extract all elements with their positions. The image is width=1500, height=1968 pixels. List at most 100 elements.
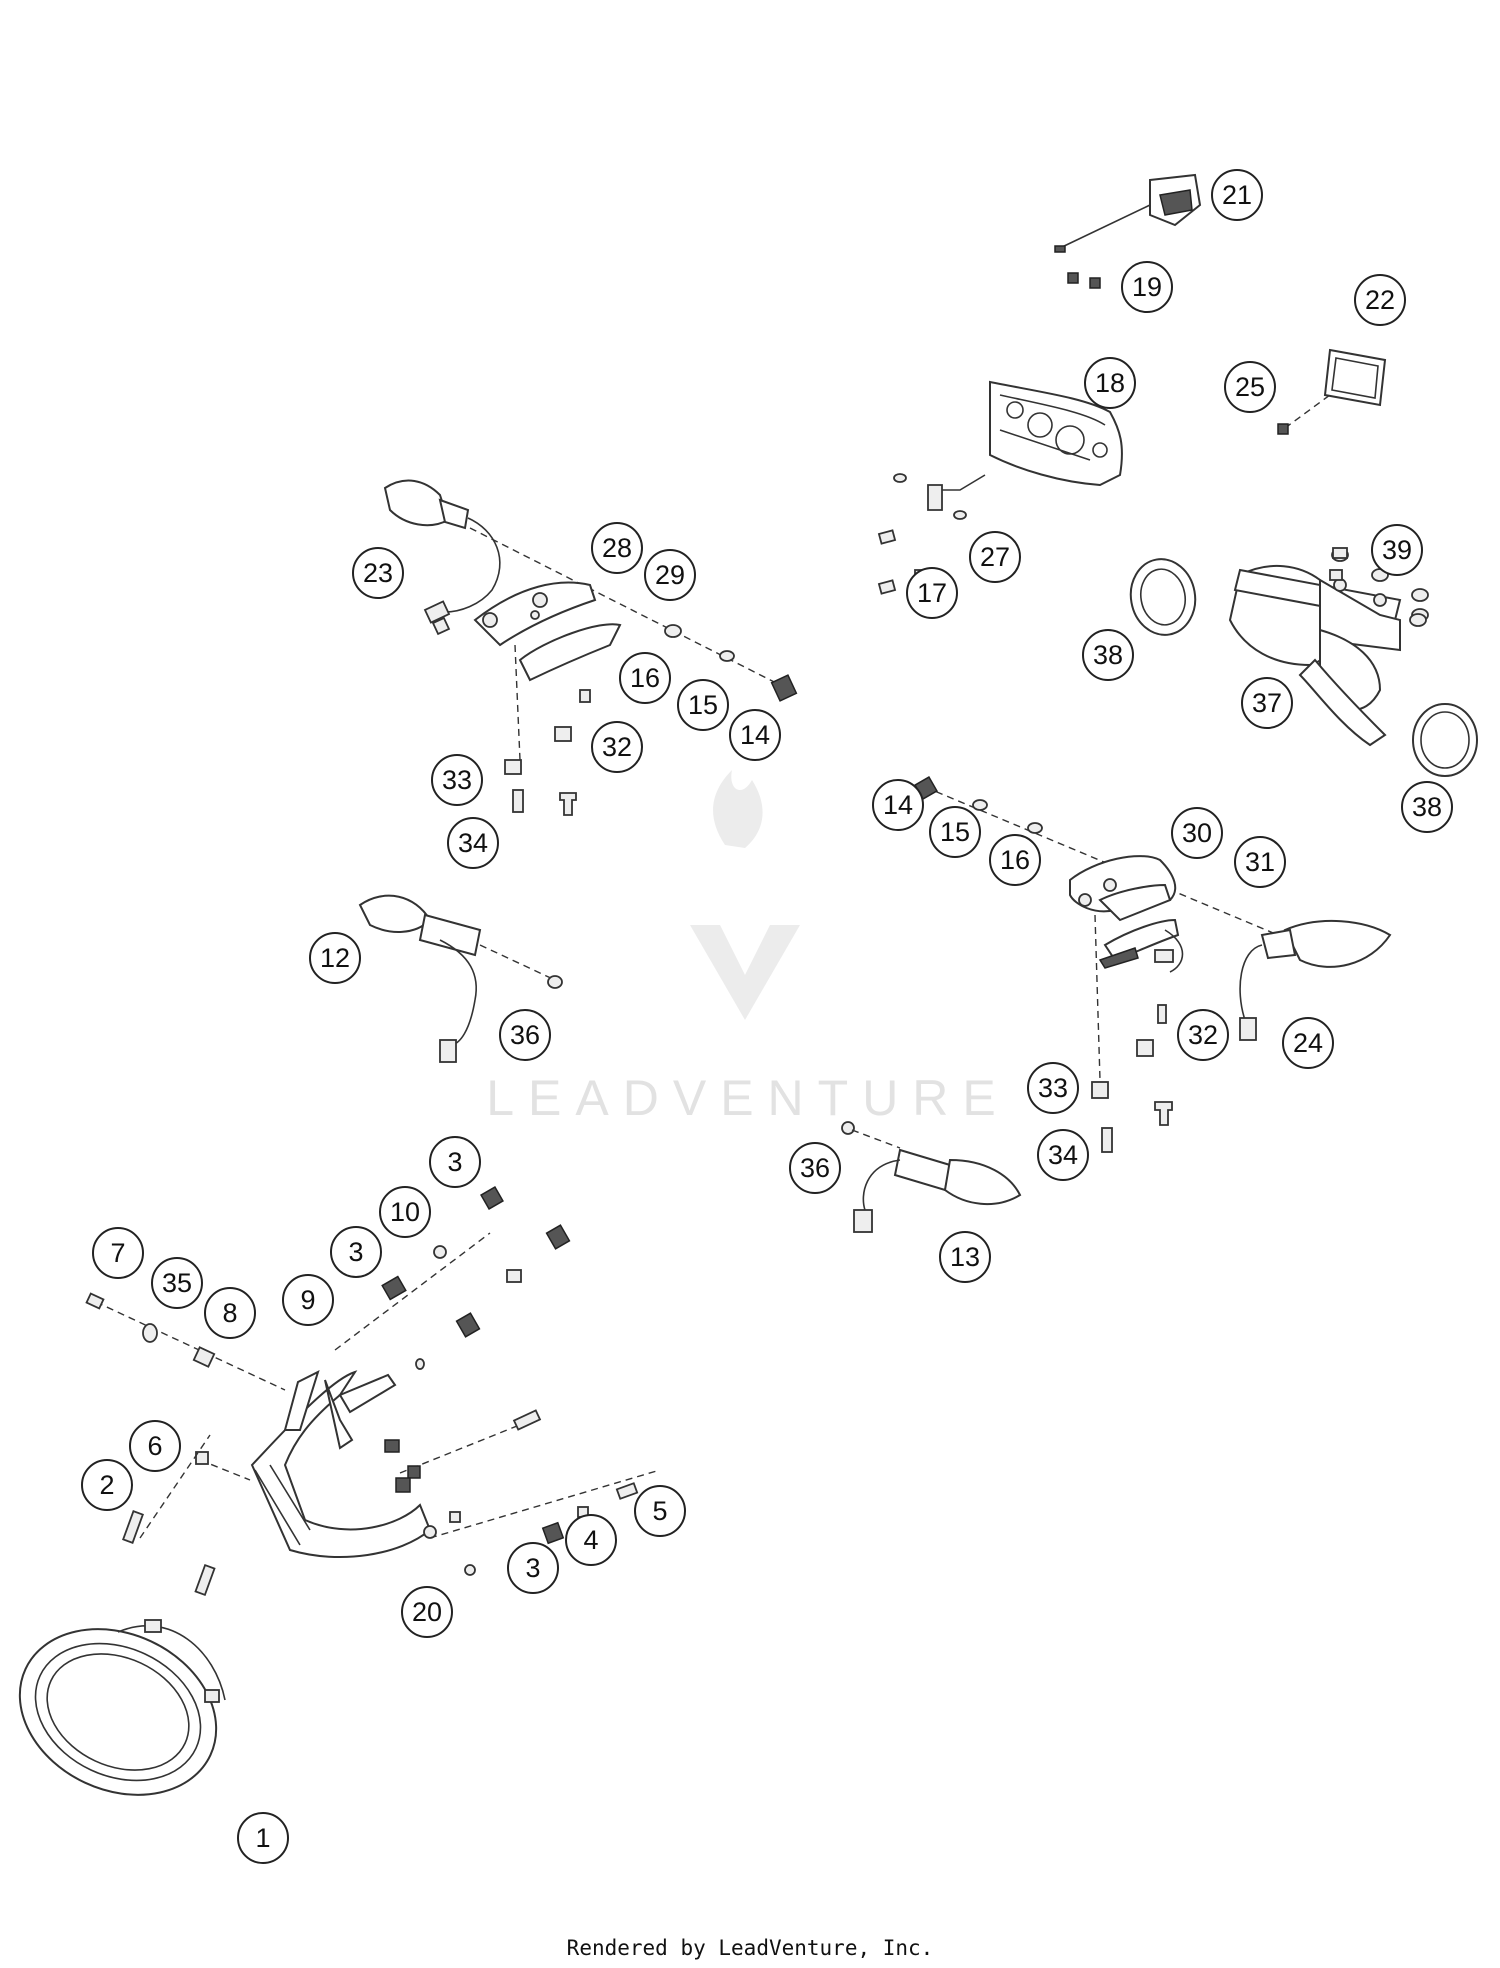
callout-label: 31 (1245, 847, 1275, 877)
callout-1: 1 (237, 1812, 289, 1864)
callout-25: 25 (1224, 361, 1276, 413)
callout-label: 18 (1095, 368, 1125, 398)
callout-38: 38 (1401, 781, 1453, 833)
reflector (1277, 348, 1387, 435)
callout-15: 15 (677, 679, 729, 731)
callout-21: 21 (1211, 169, 1263, 221)
indicator-unit (1054, 173, 1202, 289)
callout-label: 4 (583, 1525, 598, 1555)
callout-label: 8 (222, 1298, 237, 1328)
callout-label: 5 (652, 1496, 667, 1526)
callout-label: 38 (1412, 792, 1442, 822)
callout-5: 5 (634, 1485, 686, 1537)
callout-9: 9 (282, 1274, 334, 1326)
callout-7: 7 (92, 1227, 144, 1279)
callout-8: 8 (204, 1287, 256, 1339)
callout-label: 32 (1188, 1020, 1218, 1050)
callout-label: 14 (740, 720, 770, 750)
callout-label: 34 (458, 828, 488, 858)
callout-label: 37 (1252, 688, 1282, 718)
callout-24: 24 (1282, 1017, 1334, 1069)
callout-16: 16 (989, 834, 1041, 886)
callout-label: 38 (1093, 640, 1123, 670)
callout-label: 1 (255, 1823, 270, 1853)
callout-label: 20 (412, 1597, 442, 1627)
callout-22: 22 (1354, 274, 1406, 326)
callout-label: 3 (447, 1147, 462, 1177)
callout-label: 16 (1000, 845, 1030, 875)
callout-16: 16 (619, 652, 671, 704)
callout-3: 3 (429, 1136, 481, 1188)
callout-20: 20 (401, 1586, 453, 1638)
callout-33: 33 (431, 754, 483, 806)
callout-label: 33 (442, 765, 472, 795)
callout-36: 36 (789, 1142, 841, 1194)
turn-signal-left-rear (383, 479, 791, 691)
callout-10: 10 (379, 1186, 431, 1238)
callout-label: 22 (1365, 285, 1395, 315)
callout-15: 15 (929, 806, 981, 858)
callout-33: 33 (1027, 1062, 1079, 1114)
callout-34: 34 (1037, 1129, 1089, 1181)
headlight (18, 1619, 226, 1796)
callout-label: 6 (147, 1431, 162, 1461)
callout-38: 38 (1082, 629, 1134, 681)
callout-14: 14 (729, 709, 781, 761)
callout-3: 3 (507, 1542, 559, 1594)
callout-19: 19 (1121, 261, 1173, 313)
callout-29: 29 (644, 549, 696, 601)
mount-left-rear (473, 581, 798, 816)
left-hardware (85, 1186, 661, 1597)
callout-label: 34 (1048, 1140, 1078, 1170)
callout-label: 14 (883, 790, 913, 820)
callout-39: 39 (1371, 524, 1423, 576)
callout-label: 36 (510, 1020, 540, 1050)
callout-4: 4 (565, 1514, 617, 1566)
callout-18: 18 (1084, 357, 1136, 409)
callout-2: 2 (81, 1459, 133, 1511)
callout-label: 2 (99, 1470, 114, 1500)
callout-label: 32 (602, 732, 632, 762)
callout-label: 23 (363, 558, 393, 588)
callout-label: 7 (110, 1238, 125, 1268)
instrument-cluster (877, 380, 1123, 595)
callout-label: 35 (162, 1268, 192, 1298)
callout-37: 37 (1241, 677, 1293, 729)
callout-6: 6 (129, 1420, 181, 1472)
headlight-bracket (250, 1370, 476, 1576)
callout-label: 19 (1132, 272, 1162, 302)
watermark: LEADVENTURE (486, 770, 1010, 1126)
callout-32: 32 (1177, 1009, 1229, 1061)
callout-label: 17 (917, 578, 947, 608)
callout-label: 12 (320, 943, 350, 973)
turn-signal-right-front (841, 1121, 1022, 1233)
callout-label: 9 (300, 1285, 315, 1315)
callout-12: 12 (309, 932, 361, 984)
callout-label: 21 (1222, 180, 1252, 210)
callout-23: 23 (352, 547, 404, 599)
callout-13: 13 (939, 1231, 991, 1283)
callout-label: 15 (940, 817, 970, 847)
render-credit: Rendered by LeadVenture, Inc. (566, 1936, 934, 1960)
callout-label: 25 (1235, 372, 1265, 402)
callout-label: 3 (525, 1553, 540, 1583)
callout-label: 24 (1293, 1028, 1323, 1058)
callout-27: 27 (969, 531, 1021, 583)
turn-signal-left-front (358, 894, 563, 1063)
callout-label: 3 (348, 1237, 363, 1267)
callout-30: 30 (1171, 807, 1223, 859)
callout-34: 34 (447, 817, 499, 869)
callout-label: 13 (950, 1242, 980, 1272)
callout-label: 36 (800, 1153, 830, 1183)
callout-14: 14 (872, 779, 924, 831)
callout-label: 10 (390, 1197, 420, 1227)
mount-right-rear (914, 776, 1392, 1153)
watermark-text: LEADVENTURE (486, 1070, 1010, 1126)
license-bracket (1129, 547, 1478, 777)
callout-28: 28 (591, 522, 643, 574)
callout-label: 28 (602, 533, 632, 563)
callout-label: 27 (980, 542, 1010, 572)
callout-label: 29 (655, 560, 685, 590)
callout-3: 3 (330, 1226, 382, 1278)
